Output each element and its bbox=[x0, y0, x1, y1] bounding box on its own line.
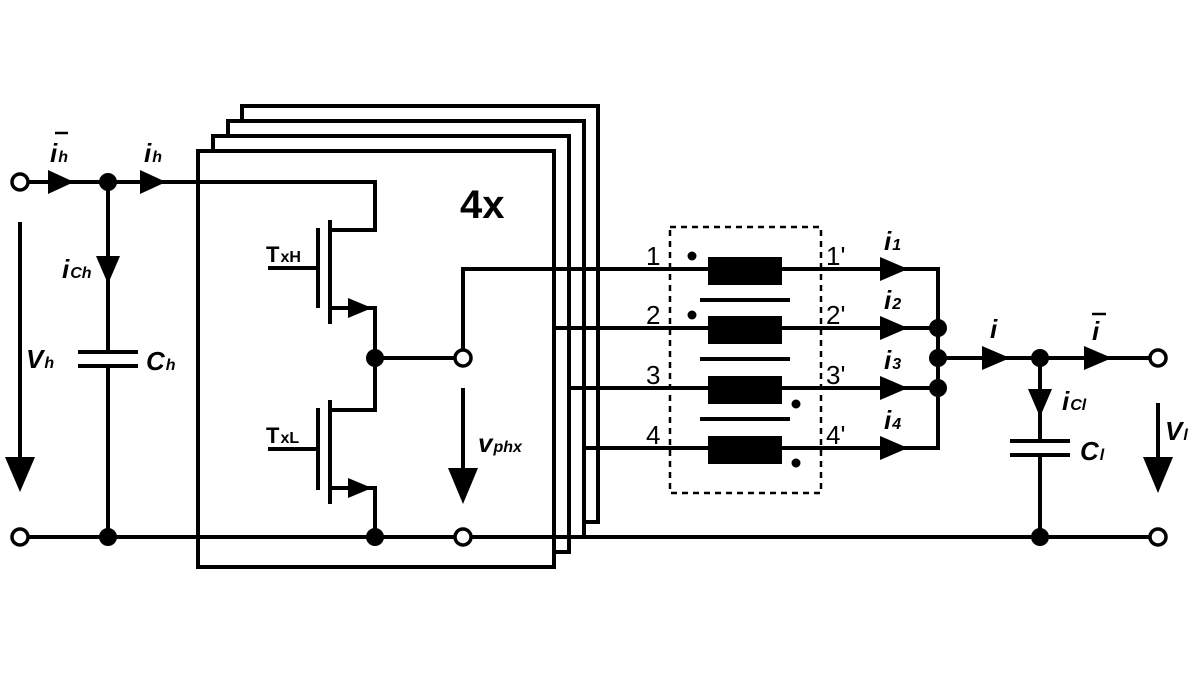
ih-arrow bbox=[140, 170, 166, 194]
i-bar-arrow bbox=[1084, 346, 1112, 370]
junction-switch-node bbox=[366, 349, 384, 367]
polarity-dot-4 bbox=[791, 458, 801, 468]
label-i4: i4 bbox=[884, 405, 901, 435]
label-ih-bar: ih bbox=[50, 138, 68, 168]
polarity-dot-1 bbox=[687, 251, 697, 261]
label-i-bar: i bbox=[1092, 316, 1100, 346]
port-out-2: 2' bbox=[826, 300, 845, 330]
i-out-arrow bbox=[982, 346, 1010, 370]
port-out-3: 3' bbox=[826, 360, 845, 390]
txl-source-arrow bbox=[348, 478, 372, 498]
label-multiplier: 4x bbox=[460, 183, 505, 227]
i2-arrow bbox=[880, 316, 908, 340]
vphx-arrow-head bbox=[448, 468, 478, 504]
label-txl: TxL bbox=[266, 423, 299, 448]
port-in-3: 3 bbox=[646, 360, 660, 390]
polarity-dot-3 bbox=[791, 399, 801, 409]
input-terminal-bottom bbox=[10, 527, 30, 547]
label-cl: Cl bbox=[1080, 436, 1105, 466]
winding-3 bbox=[708, 376, 782, 404]
i4-arrow bbox=[880, 436, 908, 460]
label-vh: Vh bbox=[26, 344, 54, 374]
ich-arrow bbox=[96, 256, 120, 284]
winding-4 bbox=[708, 436, 782, 464]
junction-output-bottom bbox=[1031, 528, 1049, 546]
port-out-4: 4' bbox=[826, 420, 845, 450]
junction-bus-mid bbox=[929, 349, 947, 367]
label-i-out: i bbox=[990, 314, 998, 344]
output-terminal-top bbox=[1148, 348, 1168, 368]
label-icl: iCl bbox=[1062, 386, 1087, 416]
txh-source-arrow bbox=[348, 298, 372, 318]
winding-1 bbox=[708, 257, 782, 285]
vh-arrow-head bbox=[5, 457, 35, 492]
junction-low-source bbox=[366, 528, 384, 546]
label-ch: Ch bbox=[146, 346, 176, 376]
phase-terminal-top bbox=[453, 348, 473, 368]
output-terminal-bottom bbox=[1148, 527, 1168, 547]
icl-arrow bbox=[1028, 389, 1052, 417]
label-i2: i2 bbox=[884, 285, 901, 315]
ih-bar-arrow bbox=[48, 170, 74, 194]
winding-2 bbox=[708, 316, 782, 344]
polarity-dot-2 bbox=[687, 310, 697, 320]
port-in-4: 4 bbox=[646, 420, 660, 450]
port-in-2: 2 bbox=[646, 300, 660, 330]
label-vphx: vphx bbox=[478, 428, 523, 458]
label-txh: TxH bbox=[266, 242, 301, 267]
port-out-1: 1' bbox=[826, 241, 845, 271]
i3-arrow bbox=[880, 376, 908, 400]
label-ich: iCh bbox=[62, 254, 92, 284]
vl-arrow-head bbox=[1143, 457, 1173, 493]
i1-arrow bbox=[880, 257, 908, 281]
junction-input-bottom bbox=[99, 528, 117, 546]
junction-bus-2 bbox=[929, 319, 947, 337]
junction-output-top bbox=[1031, 349, 1049, 367]
label-ih: ih bbox=[144, 138, 162, 168]
label-vl: Vl bbox=[1165, 416, 1188, 446]
junction-bus-3 bbox=[929, 379, 947, 397]
port-in-1: 1 bbox=[646, 241, 660, 271]
label-i3: i3 bbox=[884, 345, 901, 375]
junction-input-top bbox=[99, 173, 117, 191]
label-i1: i1 bbox=[884, 226, 901, 256]
phase-terminal-bottom bbox=[453, 527, 473, 547]
input-terminal-top bbox=[10, 172, 30, 192]
